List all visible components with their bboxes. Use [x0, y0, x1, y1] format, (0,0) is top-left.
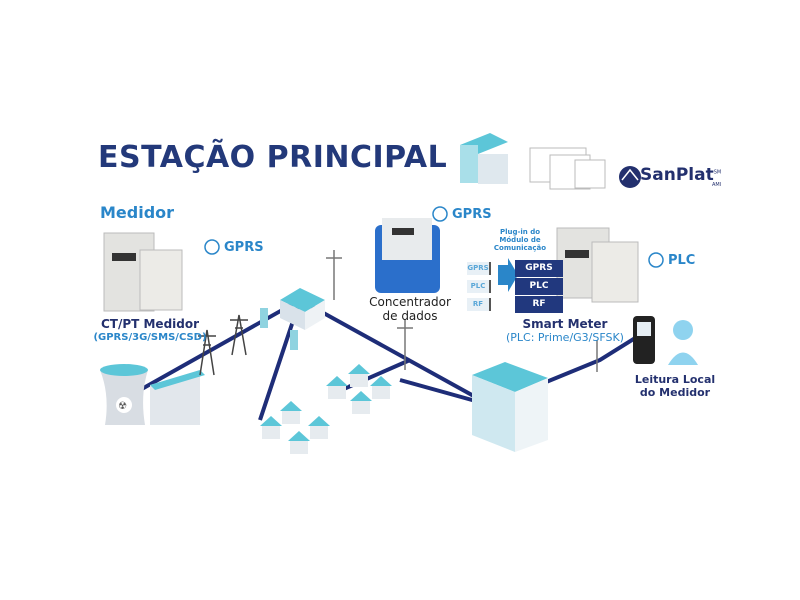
office-building-icon	[472, 362, 548, 452]
handheld-reader-icon	[633, 316, 655, 364]
ct-pt-meter-image	[103, 232, 183, 312]
small-module-list: GPRS PLC RF	[467, 262, 491, 311]
power-plant-icon: ☢	[100, 364, 205, 425]
module-list: GPRS PLC RF	[515, 260, 563, 313]
plugin-line3: Comunicação	[493, 244, 547, 253]
smart-meter-image	[556, 227, 639, 303]
module-gprs: GPRS	[515, 260, 563, 277]
sanplat-logo-icon	[619, 166, 641, 188]
ct-meter-protocols: (GPRS/3G/SMS/CSD)	[93, 331, 207, 343]
small-module-rf: RF	[467, 298, 491, 311]
brand-sup: SM	[713, 169, 722, 176]
smart-meter-label: Smart Meter (PLC: Prime/G3/SFSK)	[490, 317, 640, 344]
plugin-line1: Plug-in do	[499, 228, 541, 236]
software-dashboard-icon	[529, 147, 606, 190]
small-module-plc: PLC	[467, 280, 491, 293]
transmission-tower-icons	[198, 314, 248, 376]
local-reading-label: Leitura Local do Medidor	[625, 373, 725, 399]
wireless-signal-icon	[204, 239, 220, 255]
brand-name: SanPlat	[640, 165, 714, 185]
plugin-label: Plug-in do Módulo de Comunicação	[485, 228, 555, 252]
concentrator-label: Concentrador de dados	[360, 295, 460, 324]
concentrator-comm: GPRS	[452, 207, 492, 222]
medidor-heading: Medidor	[100, 203, 175, 222]
plc-signal-icon	[648, 252, 664, 268]
concentrator-image	[375, 218, 440, 293]
concentrator-line1: Concentrador	[369, 295, 451, 309]
local-reading-line2: do Medidor	[639, 385, 711, 399]
concentrator-line2: de dados	[382, 308, 438, 323]
ct-meter-comm: GPRS	[224, 240, 264, 255]
smart-meter-title: Smart Meter	[522, 317, 608, 331]
smart-meter-protocols: (PLC: Prime/G3/SFSK)	[506, 330, 624, 344]
brand-sub: AMI	[711, 182, 722, 188]
svg-text:☢: ☢	[118, 401, 127, 412]
ct-meter-title: CT/PT Medidor	[100, 317, 200, 331]
small-module-gprs: GPRS	[467, 262, 491, 275]
technician-icon	[668, 320, 698, 365]
ct-meter-label: CT/PT Medidor (GPRS/3G/SMS/CSD)	[70, 317, 230, 343]
arrow-right-icon	[498, 258, 518, 292]
utility-pole-icons	[326, 250, 598, 372]
module-plc: PLC	[515, 278, 563, 295]
house-icons	[260, 364, 392, 454]
wireless-signal-icon	[432, 206, 448, 222]
page-title: ESTAÇÃO PRINCIPAL	[98, 140, 448, 175]
module-rf: RF	[515, 296, 563, 313]
plugin-line2: Módulo de	[499, 236, 541, 245]
data-center-building-icon	[460, 133, 508, 184]
substation-icon	[260, 288, 325, 350]
brand-logo: SanPlatSM AMI	[640, 165, 721, 188]
smart-meter-comm: PLC	[668, 253, 696, 268]
local-reading-line1: Leitura Local	[634, 373, 716, 386]
